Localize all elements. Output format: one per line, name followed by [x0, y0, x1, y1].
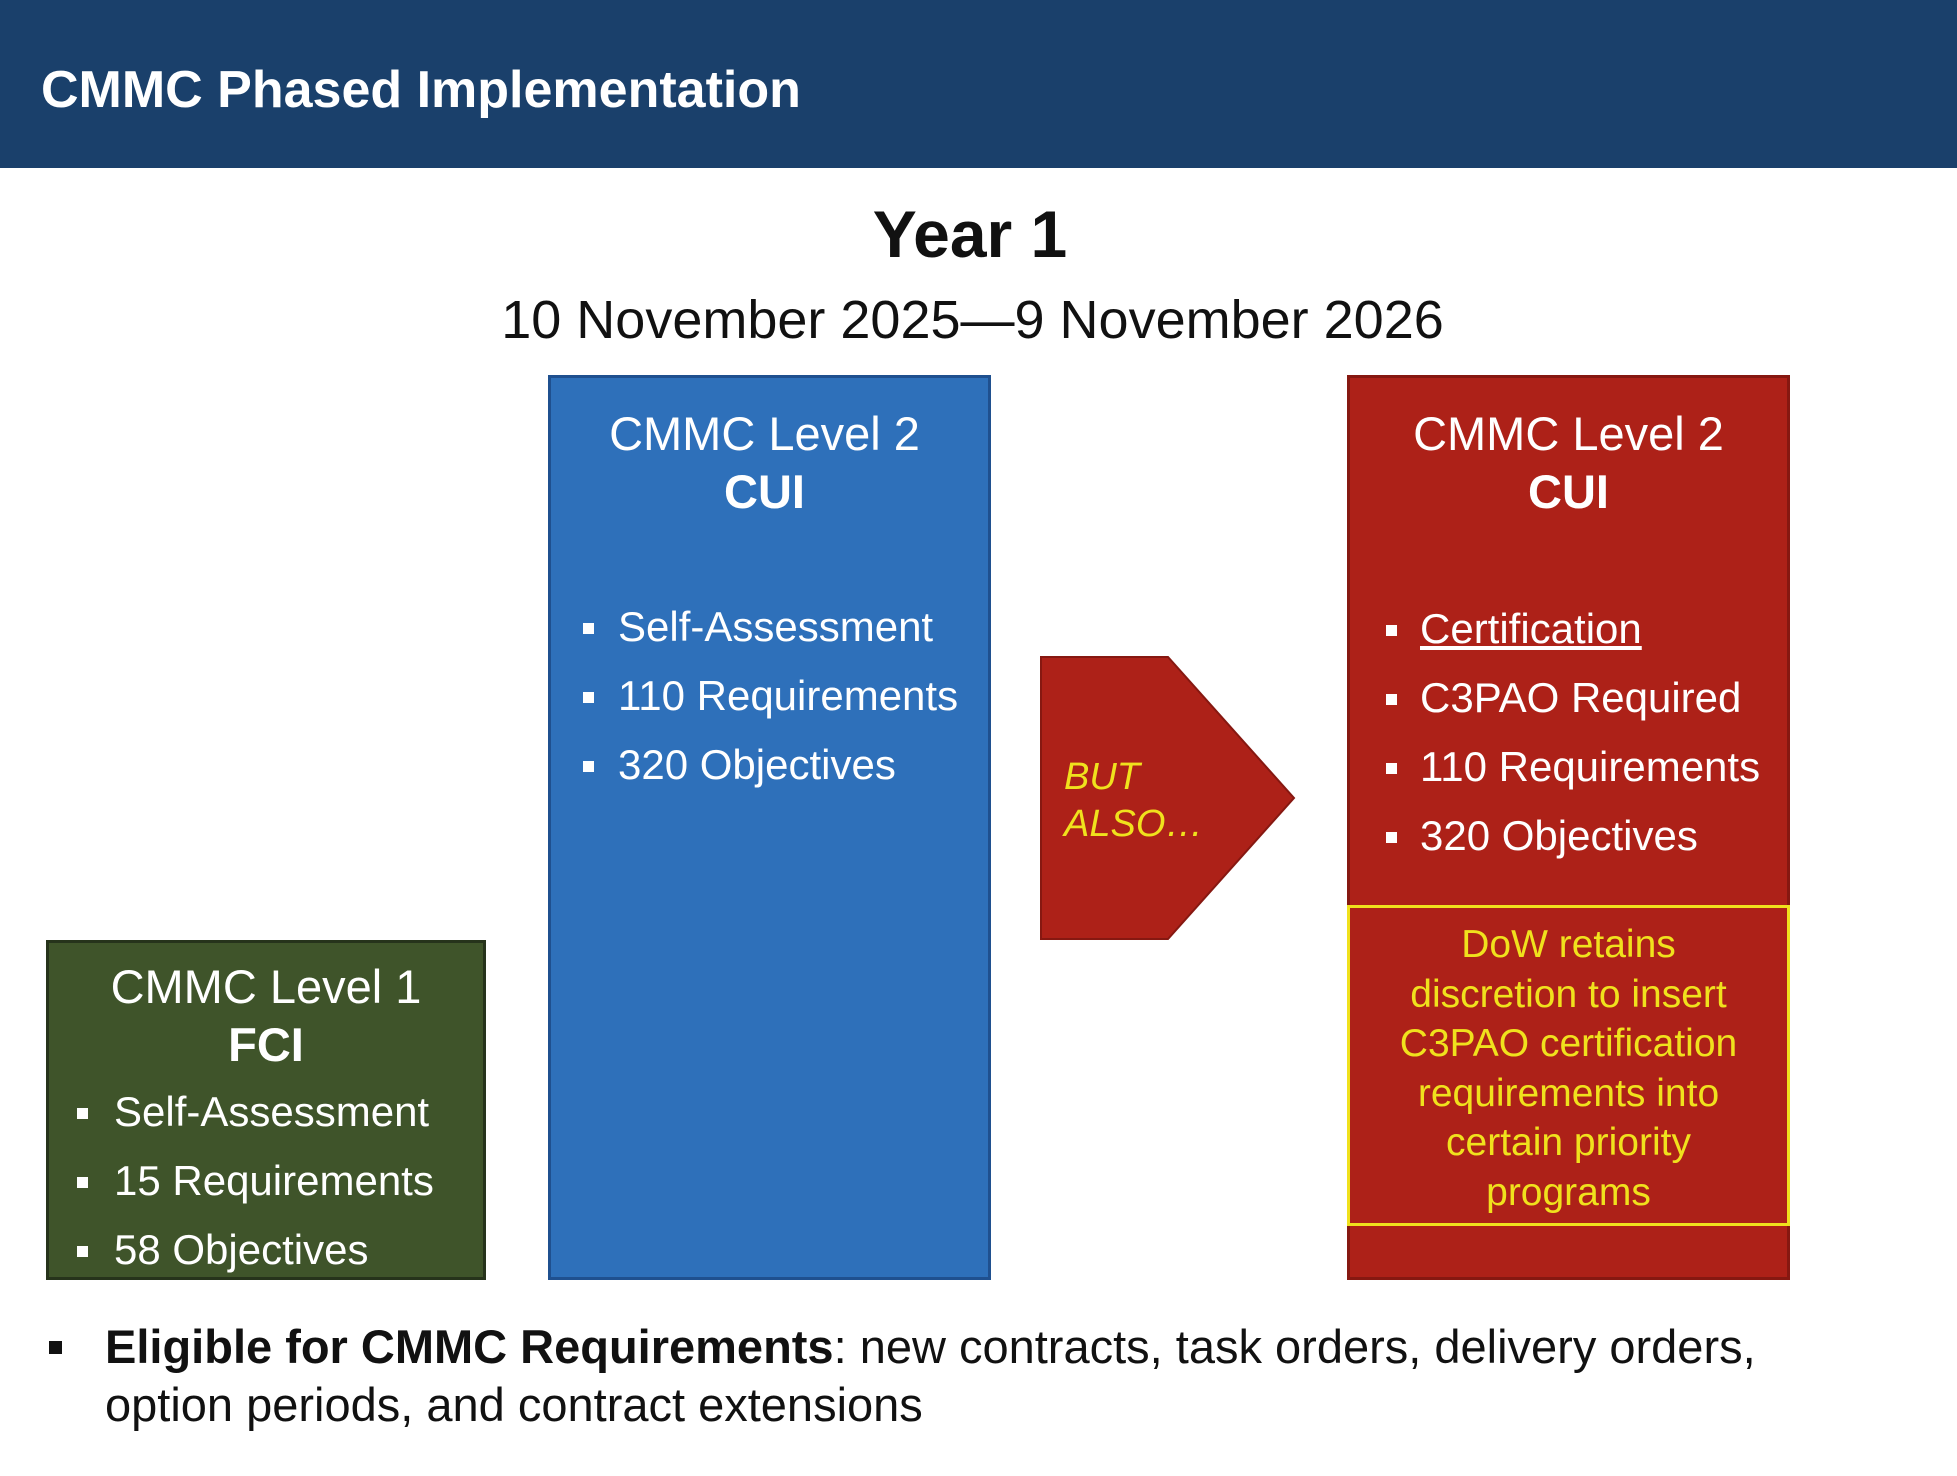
eligibility-text: : new contracts, task orders, delivery o… — [833, 1320, 1756, 1373]
level2-red-list: Certification C3PAO Required 110 Require… — [1350, 598, 1787, 874]
bullet-square-icon — [583, 761, 594, 772]
eligibility-line2: option periods, and contract extensions — [105, 1378, 923, 1431]
bullet-square-icon — [77, 1177, 88, 1188]
list-item: 320 Objectives — [1350, 805, 1787, 874]
eligibility-line1: Eligible for CMMC Requirements: new cont… — [105, 1318, 1905, 1376]
level2-self-assessment-box: CMMC Level 2 CUI Self-Assessment 110 Req… — [548, 375, 991, 1280]
level1-list: Self-Assessment 15 Requirements 58 Objec… — [49, 1081, 483, 1288]
level1-subtitle: FCI — [228, 1018, 304, 1071]
list-item: Self-Assessment — [551, 596, 988, 665]
list-item: Self-Assessment — [49, 1081, 483, 1150]
note-line: DoW retains — [1461, 923, 1676, 966]
level2-red-title: CMMC Level 2 — [1413, 407, 1724, 460]
bullet-square-icon — [77, 1246, 88, 1257]
list-item: 15 Requirements — [49, 1150, 483, 1219]
bullet-square-icon — [1386, 832, 1397, 843]
note-line: certain priority — [1446, 1121, 1691, 1164]
level1-box: CMMC Level 1 FCI Self-Assessment 15 Requ… — [46, 940, 486, 1280]
date-range: 10 November 2025—9 November 2026 — [501, 290, 1444, 350]
note-line: programs — [1486, 1170, 1651, 1214]
slide-title: CMMC Phased Implementation — [41, 61, 801, 119]
bullet-square-icon — [49, 1341, 62, 1354]
eligibility-statement: Eligible for CMMC Requirements: new cont… — [49, 1318, 1905, 1434]
list-item: 110 Requirements — [551, 665, 988, 734]
level2-red-heading: CMMC Level 2 CUI — [1350, 405, 1787, 521]
level2-blue-list: Self-Assessment 110 Requirements 320 Obj… — [551, 596, 988, 803]
level2-blue-subtitle: CUI — [724, 465, 805, 518]
note-line: discretion to insert — [1410, 972, 1727, 1016]
bullet-square-icon — [1386, 625, 1397, 636]
year-title: Year 1 — [872, 197, 1068, 271]
bullet-square-icon — [77, 1108, 88, 1119]
list-item: 58 Objectives — [49, 1219, 483, 1288]
list-item: C3PAO Required — [1350, 667, 1787, 736]
bullet-square-icon — [1386, 694, 1397, 705]
level2-red-subtitle: CUI — [1528, 465, 1609, 518]
arrow-label-line1: BUT — [1064, 756, 1140, 798]
level1-title: CMMC Level 1 — [110, 960, 422, 1013]
level2-blue-heading: CMMC Level 2 CUI — [551, 405, 988, 521]
bullet-square-icon — [1386, 763, 1397, 774]
level2-blue-title: CMMC Level 2 — [609, 407, 920, 460]
bullet-square-icon — [583, 623, 594, 634]
dow-discretion-note: DoW retains discretion to insert C3PAO c… — [1347, 905, 1790, 1226]
arrow-label: BUT ALSO… — [1064, 754, 1203, 848]
arrow-right-icon — [1040, 656, 1296, 940]
header-bar: CMMC Phased Implementation — [0, 0, 1957, 168]
note-line: C3PAO certification — [1399, 1022, 1738, 1065]
arrow-label-line2: ALSO… — [1064, 803, 1204, 845]
list-item: 320 Objectives — [551, 734, 988, 803]
list-item: Certification — [1350, 598, 1787, 667]
note-line: requirements into — [1417, 1071, 1720, 1115]
eligibility-label: Eligible for CMMC Requirements — [105, 1320, 834, 1373]
level1-heading: CMMC Level 1 FCI — [49, 958, 483, 1074]
list-item: 110 Requirements — [1350, 736, 1787, 805]
bullet-square-icon — [583, 692, 594, 703]
level2-certification-box: CMMC Level 2 CUI Certification C3PAO Req… — [1347, 375, 1790, 1280]
